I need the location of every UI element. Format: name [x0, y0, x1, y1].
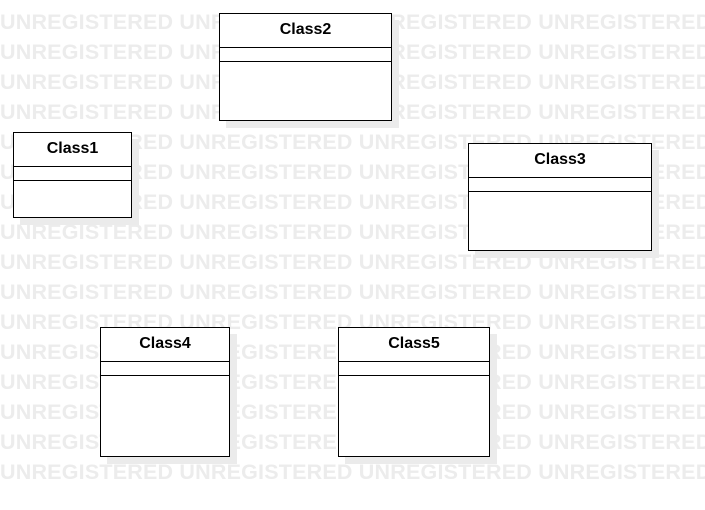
class-attributes-compartment[interactable] — [101, 362, 229, 376]
class-box-class4[interactable]: Class4 — [100, 327, 230, 457]
class-box-class2[interactable]: Class2 — [219, 13, 392, 121]
class-box-class5[interactable]: Class5 — [338, 327, 490, 457]
class-box-class3[interactable]: Class3 — [468, 143, 652, 251]
class-attributes-compartment[interactable] — [14, 167, 131, 181]
class-name[interactable]: Class2 — [220, 14, 391, 48]
class-name[interactable]: Class1 — [14, 133, 131, 167]
class-box-class1[interactable]: Class1 — [13, 132, 132, 218]
class-attributes-compartment[interactable] — [469, 178, 651, 192]
class-attributes-compartment[interactable] — [220, 48, 391, 62]
class-name[interactable]: Class4 — [101, 328, 229, 362]
watermark-row: UNREGISTERED UNREGISTERED UNREGISTERED U… — [0, 460, 705, 484]
class-name[interactable]: Class3 — [469, 144, 651, 178]
class-name[interactable]: Class5 — [339, 328, 489, 362]
class-attributes-compartment[interactable] — [339, 362, 489, 376]
watermark-row: UNREGISTERED UNREGISTERED UNREGISTERED U… — [0, 250, 705, 274]
watermark-row: UNREGISTERED UNREGISTERED UNREGISTERED U… — [0, 280, 705, 304]
